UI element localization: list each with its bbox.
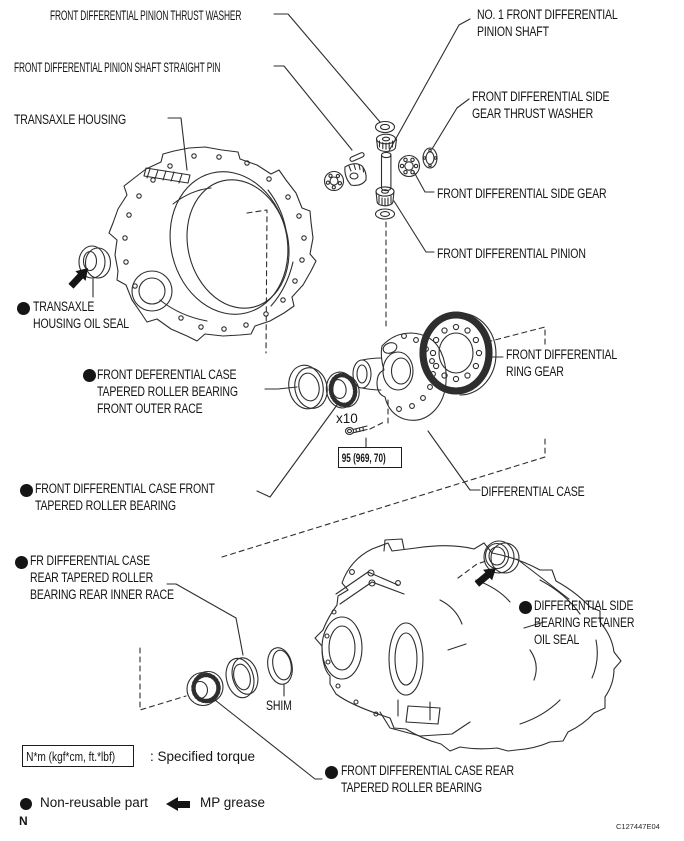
non-reusable-marker-side-oil-seal — [519, 601, 532, 614]
torque-value: 95 (969, 70) — [341, 450, 386, 465]
non-reusable-marker-rear-inner-race — [15, 556, 28, 569]
figure-code: C127447E04 — [616, 822, 660, 831]
bolt-count-label: x10 — [336, 411, 358, 426]
transmission-case-bolt-holes — [324, 569, 401, 717]
housing-bolt-holes — [122, 153, 307, 332]
shim-drawing — [267, 647, 293, 685]
label-front-differential-pinion-shaft-straight-pin: FRONT DIFFERENTIAL PINION SHAFT STRAIGHT… — [14, 60, 221, 75]
mp-grease-arrow-shaft — [177, 800, 190, 808]
label-front-tapered-roller-bearing: FRONT DIFFERENTIAL CASE FRONT TAPERED RO… — [35, 481, 215, 513]
transaxle-oil-seal-drawing — [78, 245, 112, 279]
label-rear-tapered-roller-bearing: FRONT DIFFERENTIAL CASE REAR TAPERED ROL… — [341, 763, 514, 795]
non-reusable-legend-marker — [20, 798, 32, 810]
front-outer-race-drawing — [288, 364, 328, 410]
label-front-differential-ring-gear: FRONT DIFFERENTIAL RING GEAR — [506, 347, 618, 379]
rear-tapered-bearing-drawing — [186, 670, 224, 707]
rear-inner-race-drawing — [225, 657, 259, 699]
non-reusable-marker-front-outer-race — [83, 369, 96, 382]
label-transaxle-housing-oil-seal: TRANSAXLE HOUSING OIL SEAL — [33, 299, 130, 331]
torque-units-box: N*m (kgf*cm, ft.*lbf) — [22, 745, 134, 767]
label-differential-case: DIFFERENTIAL CASE — [481, 484, 585, 499]
label-front-differential-pinion-thrust-washer: FRONT DIFFERENTIAL PINION THRUST WASHER — [50, 8, 242, 23]
label-front-differential-pinion: FRONT DIFFERENTIAL PINION — [437, 246, 586, 261]
ring-gear-bolt-drawing — [344, 425, 368, 435]
ring-gear-bolt-holes — [429, 323, 483, 383]
transmission-case-drawing — [314, 538, 622, 752]
torque-value-box: 95 (969, 70) — [338, 447, 402, 468]
transaxle-housing-drawing — [108, 146, 317, 342]
assembly-divider-dashed-lines — [139, 209, 546, 711]
front-tapered-bearing-drawing — [325, 371, 360, 409]
torque-units-meaning: : Specified torque — [150, 749, 256, 764]
side-retainer-oil-seal-drawing — [483, 540, 520, 574]
label-front-outer-race: FRONT DEFERENTIAL CASE TAPERED ROLLER BE… — [97, 367, 238, 416]
mp-grease-arrow-icon — [166, 797, 190, 811]
label-transaxle-housing: TRANSAXLE HOUSING — [14, 112, 127, 127]
non-reusable-legend-label: Non-reusable part — [40, 795, 149, 810]
leader-lines — [92, 13, 570, 780]
label-rear-inner-race: FR DIFFERENTIAL CASE REAR TAPERED ROLLER… — [30, 553, 174, 602]
label-no1-front-differential-pinion-shaft: NO. 1 FRONT DIFFERENTIAL PINION SHAFT — [477, 7, 618, 39]
label-side-bearing-retainer-oil-seal: DIFFERENTIAL SIDE BEARING RETAINER OIL S… — [534, 598, 635, 647]
mp-grease-arrow-head — [166, 797, 178, 811]
torque-units-label: N*m (kgf*cm, ft.*lbf) — [26, 748, 116, 764]
non-reusable-marker-front-bearing — [20, 484, 33, 497]
label-shim: SHIM — [266, 698, 292, 713]
mp-grease-arrow-side-seal — [474, 568, 496, 587]
non-reusable-marker-transaxle-oil-seal — [17, 302, 30, 315]
label-front-differential-side-gear: FRONT DIFFERENTIAL SIDE GEAR — [437, 186, 607, 201]
non-reusable-marker-rear-bearing — [325, 766, 338, 779]
mp-grease-arrow-transaxle-seal — [68, 268, 88, 289]
ring-gear-drawing — [419, 311, 497, 396]
label-front-differential-side-gear-thrust-washer: FRONT DIFFERENTIAL SIDE GEAR THRUST WASH… — [472, 89, 610, 121]
footer-page-marker: N — [19, 814, 28, 828]
mp-grease-legend-label: MP grease — [200, 795, 266, 810]
